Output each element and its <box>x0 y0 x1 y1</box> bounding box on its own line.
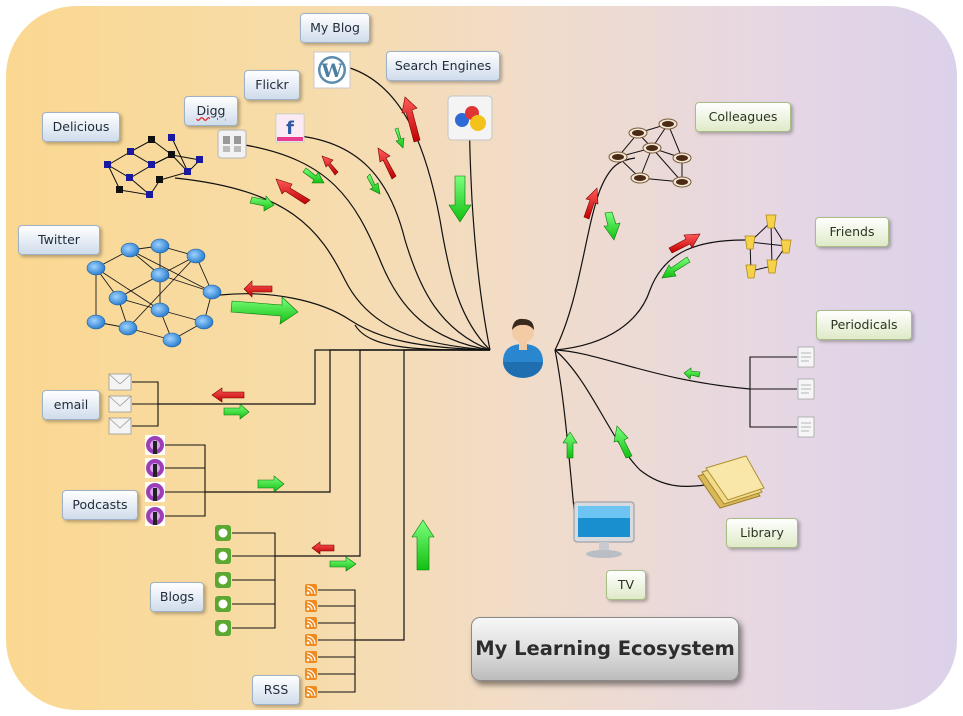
inbound-arrow <box>411 519 435 571</box>
inbound-arrow <box>661 256 691 279</box>
folder-icon <box>697 455 765 509</box>
label-digg-text: Digg <box>196 103 226 118</box>
label-friends: Friends <box>815 217 889 247</box>
inbound-arrow <box>366 173 381 195</box>
label-colleagues: Colleagues <box>695 102 791 132</box>
line-blogs <box>275 349 490 557</box>
inbound-arrow <box>613 425 633 459</box>
outbound-arrow <box>243 280 273 298</box>
label-podcasts: Podcasts <box>62 490 138 520</box>
line-myblog <box>349 67 491 351</box>
label-twitter: Twitter <box>18 225 100 255</box>
label-search-engines: Search Engines <box>386 51 500 81</box>
line-twitter <box>219 293 491 351</box>
wordpress-icon: W <box>313 51 351 89</box>
flow-arrows <box>211 96 701 572</box>
outbound-arrow <box>377 147 397 180</box>
label-library: Library <box>726 518 798 548</box>
label-periodicals: Periodicals <box>816 310 912 340</box>
line-flickr <box>289 134 491 351</box>
line-email <box>158 349 490 405</box>
monitor-icon <box>573 501 635 558</box>
label-email: email <box>42 390 100 420</box>
envelope-icon <box>108 373 132 435</box>
outbound-arrow <box>583 187 599 220</box>
line-colleagues <box>554 157 636 351</box>
rss-icon <box>305 584 317 698</box>
digg-icon <box>217 129 247 159</box>
line-friends <box>554 239 746 351</box>
label-my-blog: My Blog <box>300 13 370 43</box>
inbound-arrow <box>257 475 285 493</box>
svg-text:W: W <box>320 60 343 82</box>
bracket-connectors <box>132 356 797 693</box>
person-icon <box>503 318 543 378</box>
connection-lines <box>158 67 751 641</box>
inbound-arrow <box>223 403 250 420</box>
outbound-arrow <box>401 96 421 143</box>
search-engine-icon <box>447 95 493 141</box>
line-podcasts <box>205 349 490 493</box>
coffee-network-icon <box>608 118 692 188</box>
outbound-arrow <box>311 541 335 555</box>
label-blogs: Blogs <box>150 582 204 612</box>
outbound-arrow <box>668 233 701 254</box>
diagram-title: My Learning Ecosystem <box>471 617 739 681</box>
inbound-arrow <box>249 195 275 212</box>
document-icon <box>797 346 815 438</box>
bookmark-network-icon <box>104 134 203 198</box>
label-tv: TV <box>606 570 646 600</box>
line-delicious <box>174 177 491 351</box>
inbound-arrow <box>562 431 578 459</box>
line-twitter2 <box>354 324 491 351</box>
inbound-arrow <box>329 556 357 572</box>
line-rss <box>355 349 490 641</box>
inbound-arrow <box>603 211 621 241</box>
bird-network-icon <box>86 238 222 348</box>
inbound-arrow <box>394 127 405 149</box>
facebook-icon: f <box>275 113 305 143</box>
label-digg: Digg <box>184 96 238 126</box>
line-library <box>554 349 706 488</box>
inbound-arrow <box>230 296 299 325</box>
blog-icon <box>215 525 231 636</box>
line-search <box>469 124 491 351</box>
inbound-arrow <box>683 367 701 380</box>
outbound-arrow <box>211 387 245 403</box>
outbound-arrow <box>321 155 339 176</box>
inbound-arrow <box>448 175 472 223</box>
svg-text:f: f <box>286 118 294 139</box>
outbound-arrow <box>275 178 311 205</box>
inbound-arrow <box>302 167 325 184</box>
line-periodicals <box>554 349 751 390</box>
label-flickr: Flickr <box>244 70 300 100</box>
label-rss: RSS <box>252 675 300 705</box>
podcast-icon <box>145 435 165 526</box>
cup-network-icon <box>744 214 792 279</box>
line-digg <box>244 144 491 351</box>
label-delicious: Delicious <box>42 112 120 142</box>
